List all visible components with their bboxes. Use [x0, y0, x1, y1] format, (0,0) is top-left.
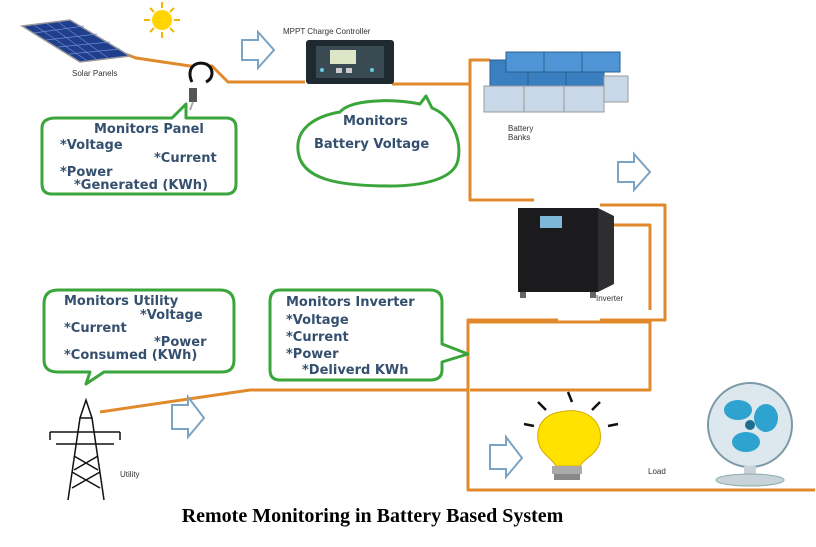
- charge-controller-icon: [306, 40, 394, 84]
- panel-bubble: [40, 102, 238, 196]
- inverter-bubble-voltage: *Voltage: [286, 313, 349, 328]
- battery-bubble: [296, 94, 461, 188]
- battery-banks-label-2: Banks: [508, 133, 531, 142]
- utility-bubble-title: Monitors Utility: [64, 294, 179, 309]
- utility-bubble-current: *Current: [64, 321, 127, 336]
- panel-bubble-generated: *Generated (KWh): [74, 178, 208, 193]
- wiring: [97, 42, 815, 492]
- inverter-bubble: [268, 288, 470, 382]
- charge-controller-label: MPPT Charge Controller: [283, 27, 371, 36]
- utility-bubble-power: *Power: [154, 335, 207, 350]
- battery-bank-icon: [483, 51, 629, 113]
- inverter-bubble-current: *Current: [286, 330, 349, 345]
- panel-bubble-title: Monitors Panel: [94, 122, 204, 137]
- battery-banks-label-1: Battery: [508, 124, 534, 133]
- load-label: Load: [648, 467, 666, 476]
- inverter-icon: [518, 208, 614, 298]
- light-bulb-icon: [523, 391, 619, 480]
- utility-label: Utility: [120, 470, 140, 479]
- inverter-bubble-title: Monitors Inverter: [286, 295, 415, 310]
- utility-bubble-consumed: *Consumed (KWh): [64, 348, 198, 363]
- battery-bubble-line1: Monitors: [343, 114, 408, 129]
- inverter-bubble-power: *Power: [286, 347, 339, 362]
- clamp-sensor-icon: [188, 61, 214, 111]
- utility-bubble: [42, 288, 236, 386]
- speech-bubbles: [40, 94, 470, 386]
- solar-panels-label: Solar Panels: [72, 69, 118, 78]
- flow-arrow-icon: [171, 29, 652, 480]
- panel-bubble-power: *Power: [60, 165, 113, 180]
- battery-bubble-line2: Battery Voltage: [314, 137, 430, 152]
- solar-panel-icon: [19, 19, 133, 63]
- transmission-tower-icon: [49, 397, 121, 501]
- utility-bubble-voltage: *Voltage: [140, 308, 203, 323]
- sun-icon: [144, 2, 180, 38]
- diagram-caption: Remote Monitoring in Battery Based Syste…: [181, 505, 564, 527]
- panel-bubble-current: *Current: [154, 151, 217, 166]
- fan-icon: [707, 382, 793, 487]
- panel-bubble-voltage: *Voltage: [60, 138, 123, 153]
- inverter-label: Inverter: [596, 294, 624, 303]
- inverter-bubble-delivered: *Deliverd KWh: [302, 363, 409, 378]
